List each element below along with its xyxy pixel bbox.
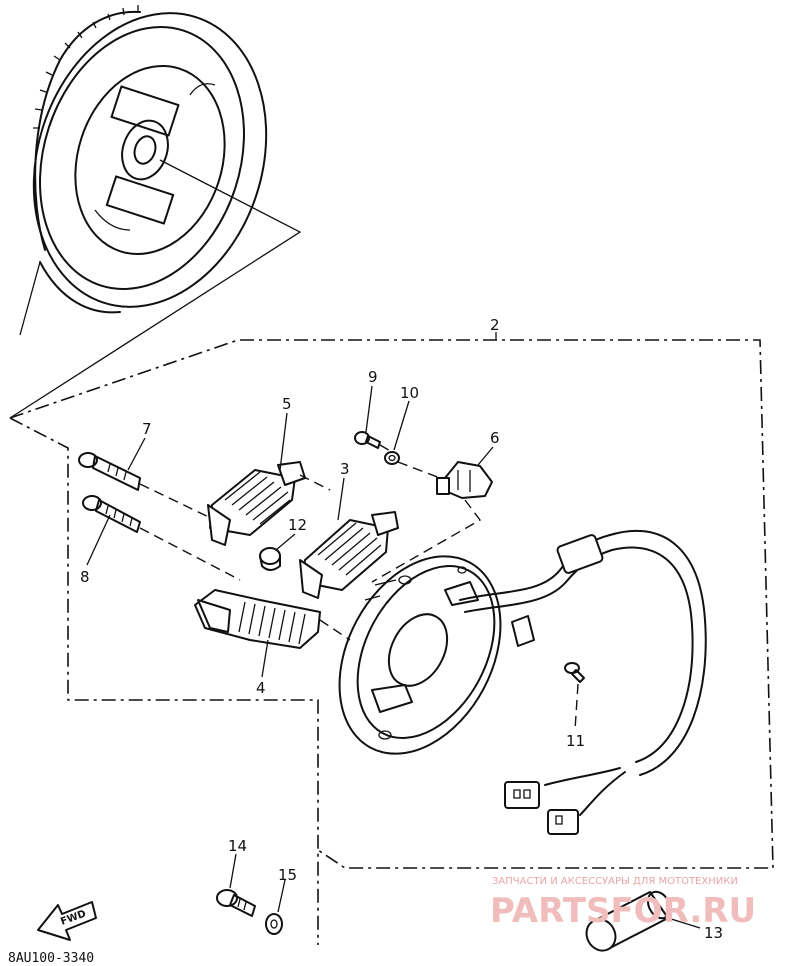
callout-13: 13 (704, 924, 723, 942)
screw-part-9 (354, 431, 381, 449)
callout-3: 3 (340, 460, 350, 478)
bolt-part-14 (216, 889, 256, 917)
callout-11: 11 (566, 732, 585, 750)
callout-15: 15 (278, 866, 297, 884)
stator-base-plate (338, 555, 502, 755)
callout-14: 14 (228, 837, 247, 855)
washer-part-15 (265, 913, 283, 935)
flywheel-rotor (9, 5, 302, 419)
callout-4: 4 (256, 679, 266, 697)
stator-assembly-boundary (9, 339, 774, 945)
callout-5: 5 (282, 395, 292, 413)
callout-2: 2 (490, 316, 500, 334)
forward-arrow-icon: FWD (37, 901, 97, 941)
coil-part-5 (207, 461, 331, 546)
spacer-part-12 (259, 547, 281, 571)
screw-part-8 (82, 495, 241, 581)
callout-12: 12 (288, 516, 307, 534)
callout-6: 6 (490, 429, 500, 447)
sleeve-part-13 (585, 890, 701, 952)
screw-part-11 (564, 662, 585, 731)
diagram-code: 8AU100-3340 (8, 951, 94, 966)
washer-part-10 (384, 451, 400, 465)
holder-part-6 (371, 461, 493, 583)
callout-leaders (86, 332, 497, 913)
bolt-part-7 (78, 452, 216, 521)
watermark: ЗАПЧАСТИ И АКСЕССУАРЫ ДЛЯ МОТОТЕХНИКИ PA… (490, 876, 756, 931)
callout-9: 9 (368, 368, 378, 386)
callout-8: 8 (80, 568, 90, 586)
coil-part-3 (299, 511, 399, 599)
wire-harness (459, 529, 707, 835)
watermark-brand: PARTSFOR.RU (490, 891, 756, 931)
watermark-tagline: ЗАПЧАСТИ И АКСЕССУАРЫ ДЛЯ МОТОТЕХНИКИ (492, 876, 738, 887)
pickup-coil-part-4 (194, 589, 351, 649)
callout-7: 7 (142, 420, 152, 438)
callout-10: 10 (400, 384, 419, 402)
